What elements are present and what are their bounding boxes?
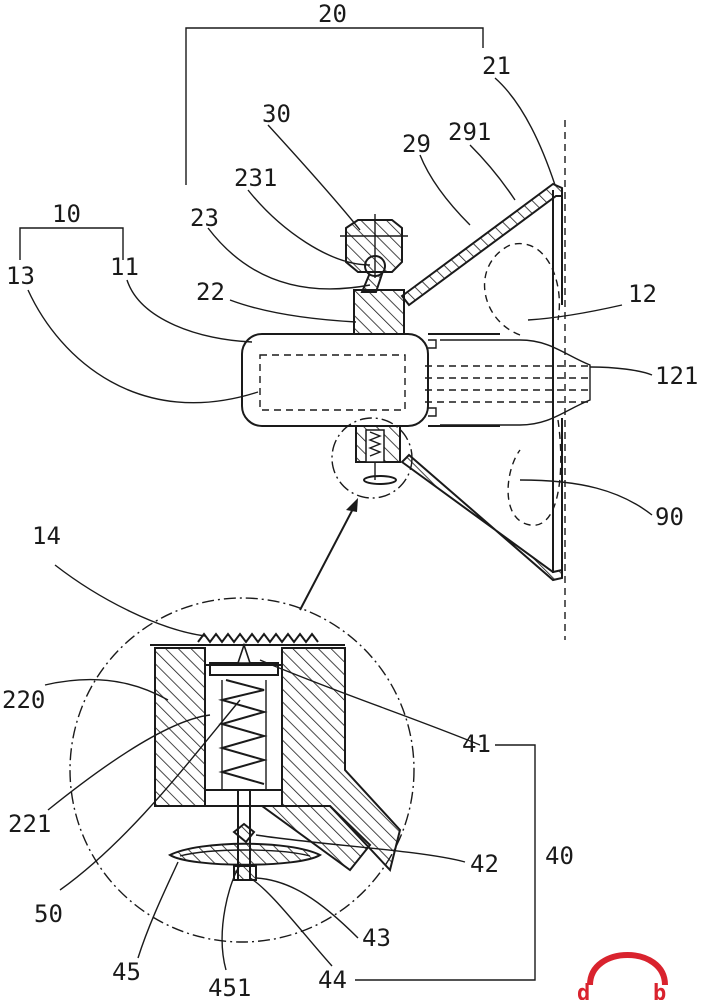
funnel-upper-wall <box>400 182 563 307</box>
detail-circle-small <box>331 417 413 499</box>
label-220: 220 <box>2 686 45 714</box>
label-14: 14 <box>32 522 61 550</box>
label-231: 231 <box>234 164 277 192</box>
housing <box>241 333 429 427</box>
label-29: 29 <box>402 130 431 158</box>
headphones-logo-icon: d b <box>577 952 668 1000</box>
label-23: 23 <box>190 204 219 232</box>
label-21: 21 <box>482 52 511 80</box>
label-13: 13 <box>6 262 35 290</box>
label-41: 41 <box>462 730 491 758</box>
nipple-outline <box>440 339 591 426</box>
svg-text:d: d <box>577 981 590 1000</box>
label-11: 11 <box>110 253 139 281</box>
label-10: 10 <box>52 200 81 228</box>
leader-lines <box>19 27 653 981</box>
label-45: 45 <box>112 958 141 986</box>
label-12: 12 <box>628 280 657 308</box>
label-121: 121 <box>655 362 698 390</box>
enlarged-detail <box>69 597 415 943</box>
knob-30 <box>345 219 403 273</box>
label-451: 451 <box>208 974 251 1000</box>
upper-assembly <box>241 120 591 640</box>
label-44: 44 <box>318 966 347 994</box>
label-50: 50 <box>34 900 63 928</box>
seal-42 <box>232 822 256 844</box>
disk-45 <box>167 842 323 866</box>
serrated-surface <box>197 632 319 644</box>
funnel-lower-wall <box>400 453 563 582</box>
detail-circle-large <box>69 597 415 943</box>
label-22: 22 <box>196 278 225 306</box>
spring <box>218 679 268 785</box>
label-43: 43 <box>362 924 391 952</box>
label-30: 30 <box>262 100 291 128</box>
detail-arrow <box>299 504 356 611</box>
support-22 <box>353 289 405 335</box>
label-40: 40 <box>545 842 574 870</box>
label-90: 90 <box>655 503 684 531</box>
mount-left <box>154 647 206 807</box>
label-20: 20 <box>318 0 347 28</box>
inner-cavity <box>259 354 406 411</box>
label-221: 221 <box>8 810 51 838</box>
label-291: 291 <box>448 118 491 146</box>
label-42: 42 <box>470 850 499 878</box>
svg-text:b: b <box>653 981 666 1000</box>
washer-43 <box>233 865 257 881</box>
breast-outline <box>483 242 562 526</box>
